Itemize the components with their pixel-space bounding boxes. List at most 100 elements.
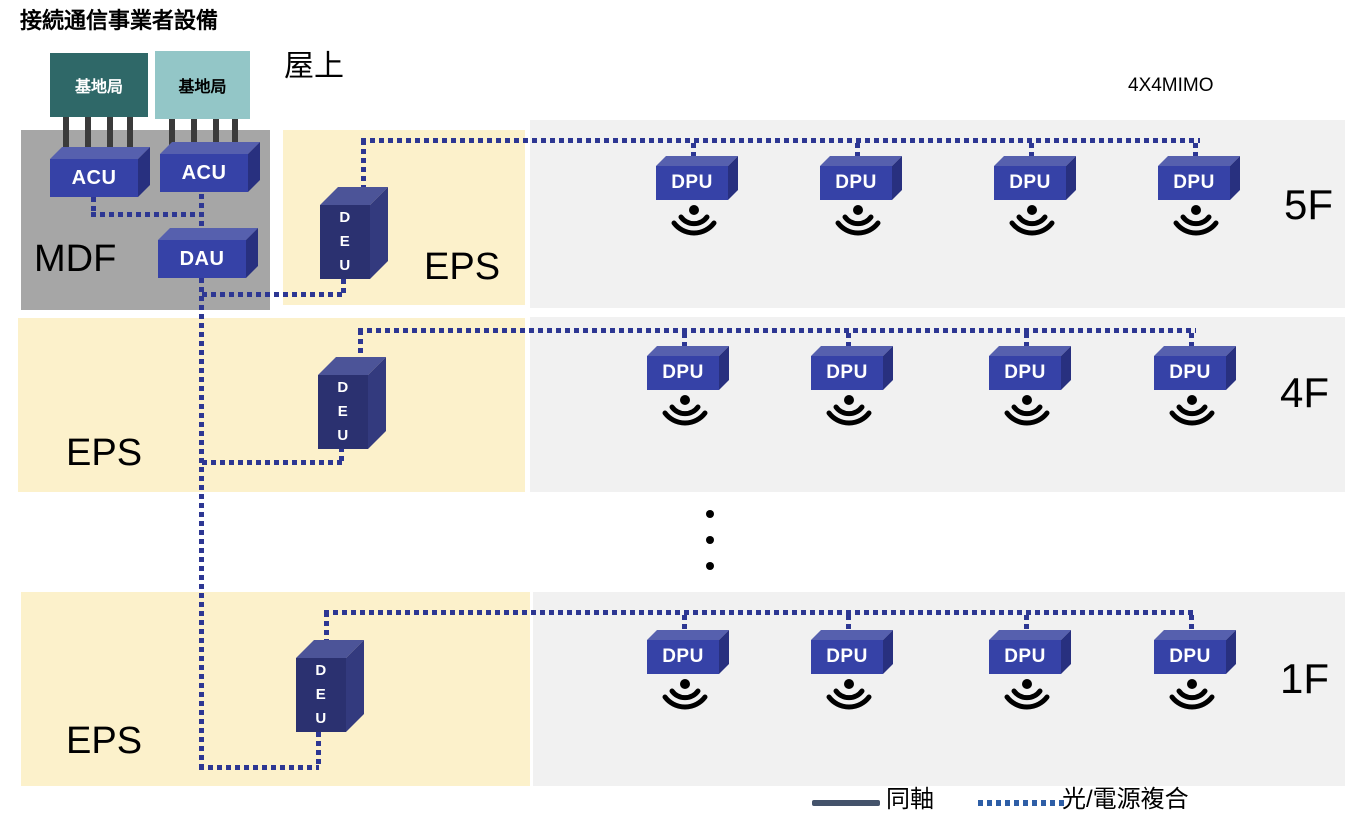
dpu-unit-label: DPU <box>1154 640 1226 674</box>
acu-unit-1: ACU <box>50 147 150 197</box>
floor-label-4f: 4F <box>1280 369 1330 416</box>
base-station-label: 基地局 <box>178 79 227 96</box>
antenna-icon <box>662 679 708 710</box>
dpu-unit: DPU <box>989 346 1071 390</box>
fiber-power-line <box>682 615 687 631</box>
antenna-icon <box>826 395 872 426</box>
dpu-unit: DPU <box>811 630 893 674</box>
continuation-dots <box>706 536 714 544</box>
box-side-face <box>1230 156 1240 200</box>
deu-unit-4f: DEU <box>318 357 386 449</box>
dpu-unit: DPU <box>994 156 1076 200</box>
antenna-icon <box>1004 395 1050 426</box>
dpu-unit: DPU <box>647 346 729 390</box>
antenna-icon <box>1169 395 1215 426</box>
antenna-icon <box>1173 205 1219 236</box>
fiber-power-line <box>1029 143 1034 161</box>
dpu-unit-label: DPU <box>989 640 1061 674</box>
box-side-face <box>370 187 388 279</box>
dpu-unit-label: DPU <box>989 356 1061 390</box>
box-side-face <box>883 630 893 674</box>
deu-unit-label: DEU <box>320 205 370 279</box>
dpu-unit: DPU <box>1158 156 1240 200</box>
dpu-unit: DPU <box>1154 630 1236 674</box>
fiber-power-line <box>1189 615 1194 631</box>
box-side-face <box>719 630 729 674</box>
fiber-power-line <box>358 328 1196 333</box>
dpu-unit-label: DPU <box>811 356 883 390</box>
box-top-face <box>647 630 729 640</box>
dpu-unit: DPU <box>989 630 1071 674</box>
box-top-face <box>994 156 1076 166</box>
fiber-power-line <box>202 292 344 297</box>
antenna-icon <box>662 395 708 426</box>
fiber-power-line <box>855 143 860 161</box>
fiber-power-line <box>846 333 851 350</box>
dpu-unit-label: DPU <box>656 166 728 200</box>
acu-unit-label: ACU <box>160 154 248 192</box>
coax-cable <box>191 118 197 158</box>
box-top-face <box>811 346 893 356</box>
fiber-power-line <box>1024 333 1029 350</box>
dpu-unit: DPU <box>647 630 729 674</box>
fiber-power-line <box>91 197 96 215</box>
box-side-face <box>1066 156 1076 200</box>
coax-cable <box>63 115 69 161</box>
box-side-face <box>883 346 893 390</box>
box-side-face <box>719 346 729 390</box>
dpu-unit-label: DPU <box>647 356 719 390</box>
box-side-face <box>1061 346 1071 390</box>
box-top-face <box>158 228 258 240</box>
fiber-power-line <box>691 143 696 161</box>
box-top-face <box>318 357 386 375</box>
coax-cable <box>213 118 219 158</box>
box-side-face <box>346 640 364 732</box>
box-top-face <box>50 147 150 159</box>
dpu-unit: DPU <box>1154 346 1236 390</box>
fiber-power-line <box>202 460 342 465</box>
dpu-unit: DPU <box>811 346 893 390</box>
eps-area-1f <box>21 592 530 786</box>
box-top-face <box>1158 156 1240 166</box>
fiber-power-line <box>91 212 203 217</box>
base-station-label: 基地局 <box>74 79 123 96</box>
floor-area-4f <box>530 317 1345 492</box>
acu-unit-2: ACU <box>160 142 260 192</box>
fiber-power-line <box>361 140 366 190</box>
box-top-face <box>820 156 902 166</box>
eps-label-1f: EPS <box>66 720 143 762</box>
mdf-label: MDF <box>34 238 117 280</box>
dpu-unit-label: DPU <box>1154 356 1226 390</box>
fiber-power-line <box>1193 143 1198 161</box>
box-side-face <box>368 357 386 449</box>
floor-area-5f <box>530 120 1345 308</box>
box-side-face <box>892 156 902 200</box>
antenna-icon <box>671 205 717 236</box>
rooftop-label: 屋上 <box>284 50 344 83</box>
fiber-power-line <box>324 610 1196 615</box>
deu-unit-label: DEU <box>296 658 346 732</box>
box-top-face <box>989 630 1071 640</box>
box-top-face <box>296 640 364 658</box>
box-top-face <box>989 346 1071 356</box>
floor-area-1f <box>533 592 1345 786</box>
fiber-power-line <box>199 765 319 770</box>
dpu-unit-label: DPU <box>994 166 1066 200</box>
base-station-2: 基地局 <box>155 51 250 119</box>
antenna-icon <box>1004 679 1050 710</box>
eps-label-roof: EPS <box>424 246 501 288</box>
box-top-face <box>647 346 729 356</box>
eps-label-4f: EPS <box>66 432 143 474</box>
continuation-dots <box>706 562 714 570</box>
legend-coax-line <box>812 800 880 806</box>
dpu-unit-label: DPU <box>820 166 892 200</box>
floor-label-5f: 5F <box>1284 181 1334 228</box>
box-side-face <box>1226 630 1236 674</box>
dpu-unit-label: DPU <box>1158 166 1230 200</box>
box-side-face <box>248 142 260 192</box>
acu-unit-label: ACU <box>50 159 138 197</box>
mimo-label: 4X4MIMO <box>1128 75 1214 96</box>
fiber-power-line <box>361 138 1200 143</box>
fiber-power-line <box>199 194 204 232</box>
